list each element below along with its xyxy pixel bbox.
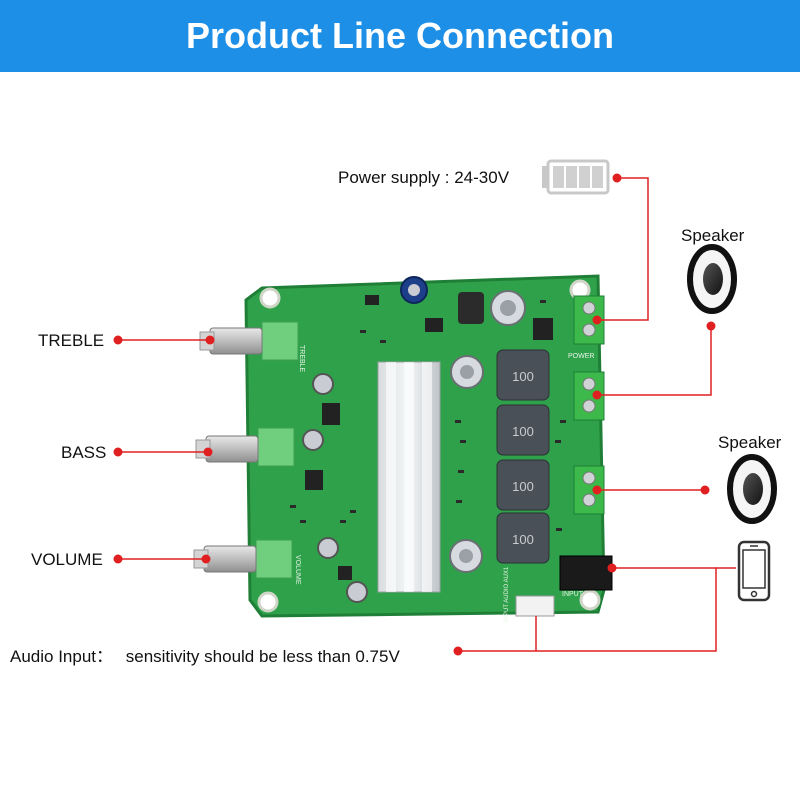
silk-volume: VOLUME	[294, 555, 301, 585]
silk-treble: TREBLE	[298, 345, 305, 373]
power-inductor	[458, 292, 484, 324]
treble-label: TREBLE	[38, 331, 105, 350]
ic-chip	[533, 318, 553, 340]
mounting-hole	[259, 287, 281, 309]
treble-potentiometer	[199, 321, 299, 361]
bass-potentiometer	[195, 427, 295, 467]
mounting-hole	[257, 591, 279, 613]
inductor: 100	[496, 404, 550, 456]
silk-input: INPUT	[562, 591, 584, 598]
svg-text:100: 100	[512, 424, 534, 439]
smartphone-icon	[737, 540, 771, 602]
audio-input-text: sensitivity should be less than 0.75V	[125, 647, 400, 666]
svg-text:100: 100	[512, 369, 534, 384]
svg-text:100: 100	[512, 479, 534, 494]
capacitor	[490, 290, 526, 326]
ic-chip	[338, 566, 352, 580]
amplifier-board: 100 100 100 100	[193, 274, 613, 622]
ic-chip	[322, 403, 340, 425]
speaker-icon	[727, 454, 777, 524]
inductor: 100	[496, 349, 550, 401]
svg-text:100: 100	[512, 532, 534, 547]
ic-chip	[425, 318, 443, 332]
volume-label: VOLUME	[31, 550, 103, 569]
ic-chip	[305, 470, 323, 490]
capacitor	[346, 581, 368, 603]
capacitor	[312, 373, 334, 395]
speaker-label-top: Speaker	[681, 226, 745, 245]
battery-icon	[542, 159, 610, 195]
audio-input-label: Audio Input： sensitivity should be less …	[10, 642, 400, 667]
speaker-icon	[687, 244, 737, 314]
volume-potentiometer	[193, 539, 293, 579]
aux-header	[515, 595, 555, 617]
audio-jack	[559, 555, 613, 591]
audio-input-prefix: Audio Input：	[10, 647, 114, 666]
bass-label: BASS	[61, 443, 107, 462]
capacitor	[317, 537, 339, 559]
capacitor	[450, 355, 484, 389]
silk-power: POWER	[568, 353, 594, 360]
page-title: Product Line Connection	[186, 15, 614, 56]
capacitor	[302, 429, 324, 451]
inductor: 100	[496, 512, 550, 564]
capacitor	[400, 276, 428, 304]
title-banner: Product Line Connection	[0, 0, 800, 72]
mounting-hole	[579, 589, 601, 611]
power-terminal	[573, 295, 605, 345]
leader-lines	[118, 177, 736, 652]
speaker-label-right: Speaker	[718, 433, 782, 452]
inductor: 100	[496, 459, 550, 511]
ic-chip	[365, 295, 379, 305]
leader-dots	[113, 173, 716, 656]
capacitor	[449, 539, 483, 573]
heatsink	[377, 361, 441, 593]
silk-aux: INPUT AUDIO AUX1	[504, 566, 510, 622]
power-supply-label: Power supply : 24-30V	[338, 168, 510, 187]
